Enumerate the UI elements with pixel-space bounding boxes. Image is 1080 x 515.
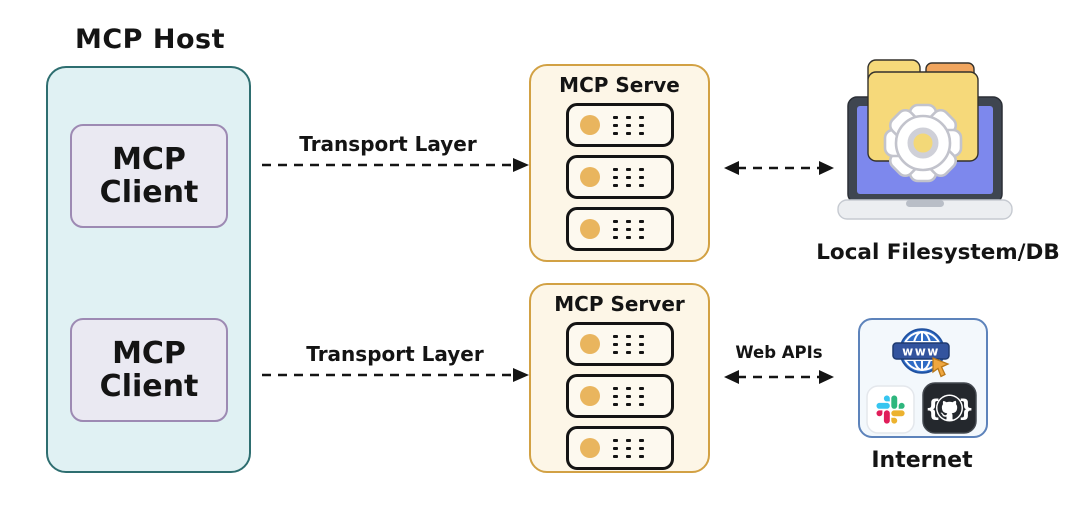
server-dots-icon xyxy=(612,167,644,187)
mcp-server-label-top: MCP Serve xyxy=(559,73,680,97)
server-unit xyxy=(565,426,674,470)
host-title: MCP Host xyxy=(75,24,225,55)
server-unit xyxy=(565,322,674,366)
globe-www-icon: www xyxy=(892,328,950,378)
transport-layer-label-bottom: Transport Layer xyxy=(306,342,484,366)
server-unit xyxy=(565,155,674,199)
mcp-client-box-2: MCP Client xyxy=(70,318,228,422)
laptop-base xyxy=(837,199,1013,220)
arrowhead xyxy=(819,161,834,175)
server-led-icon xyxy=(579,386,600,406)
brace-left: { xyxy=(925,396,941,422)
server-dots-icon xyxy=(612,219,644,239)
server-unit xyxy=(565,103,674,147)
arrowhead xyxy=(819,370,834,384)
mcp-server-box-bottom: MCP Server xyxy=(529,283,710,473)
local-filesystem-label: Local Filesystem/DB xyxy=(816,240,1060,265)
server-unit xyxy=(565,207,674,251)
arrowhead xyxy=(513,368,529,382)
slack-icon xyxy=(866,385,915,434)
server-led-icon xyxy=(579,334,600,354)
server-dots-icon xyxy=(612,334,644,354)
mcp-client-box-1: MCP Client xyxy=(70,124,228,228)
arrowhead xyxy=(724,161,739,175)
server-led-icon xyxy=(579,219,600,239)
server-led-icon xyxy=(579,438,600,458)
internet-label: Internet xyxy=(871,448,973,473)
brace-right: } xyxy=(958,396,974,422)
mcp-server-label-bottom: MCP Server xyxy=(554,292,685,316)
github-icon: { } xyxy=(922,382,977,434)
transport-layer-label-top: Transport Layer xyxy=(299,132,477,156)
arrowhead xyxy=(513,158,529,172)
server-led-icon xyxy=(579,167,600,187)
octocat-mark xyxy=(937,396,962,420)
internet-box: www { } xyxy=(858,318,988,438)
mcp-client-label-1: MCP Client xyxy=(99,142,199,210)
gear-icon xyxy=(883,103,963,183)
mcp-server-box-top: MCP Serve xyxy=(529,64,710,262)
cursor-icon xyxy=(932,357,950,378)
server-dots-icon xyxy=(612,115,644,135)
server-led-icon xyxy=(579,115,600,135)
internet-icons: www { } xyxy=(866,328,977,434)
local-filesystem-icon xyxy=(837,59,1013,220)
mcp-client-label-2: MCP Client xyxy=(99,336,199,404)
arrowhead xyxy=(724,370,739,384)
server-dots-icon xyxy=(612,438,644,458)
server-dots-icon xyxy=(612,386,644,406)
server-rack-icon xyxy=(565,103,674,251)
server-unit xyxy=(565,374,674,418)
web-apis-label: Web APIs xyxy=(735,343,823,362)
www-text: www xyxy=(902,345,940,359)
server-rack-icon xyxy=(565,322,674,470)
